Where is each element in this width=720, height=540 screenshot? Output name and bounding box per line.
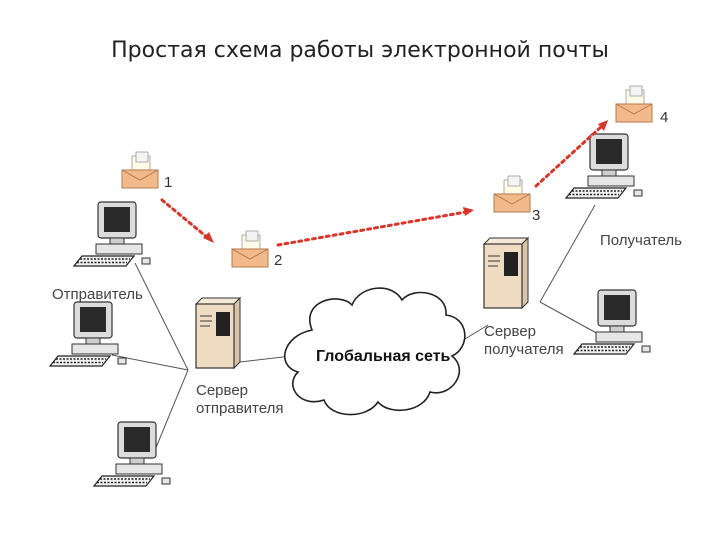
receiver-label: Получатель: [600, 232, 682, 249]
envelope-2-icon: [231, 230, 269, 268]
link-sender3-server: [154, 369, 189, 451]
envelope-3-icon: [493, 175, 531, 213]
link-sender1-server: [134, 262, 189, 371]
step-3-label: 3: [532, 207, 540, 224]
diagram-title: Простая схема работы электронной почты: [111, 38, 609, 63]
receiver-server-label-line2: получателя: [484, 341, 564, 358]
sender-label: Отправитель: [52, 286, 143, 303]
receiver-computer-2: [573, 289, 651, 355]
sender-server-label-line1: Сервер: [196, 382, 248, 399]
sender-server-label-line2: отправителя: [196, 400, 283, 417]
arrowhead-4: [598, 120, 608, 131]
sender-computer-2: [49, 301, 127, 367]
arrowhead-2: [203, 232, 214, 243]
link-server2-receiver2: [539, 301, 601, 336]
sender-computer-1: [73, 201, 151, 267]
transfer-arrow-3-4: [534, 124, 604, 188]
receiver-server-label-line1: Сервер: [484, 323, 536, 340]
receiver-computer-1: [565, 133, 643, 199]
global-network-label: Глобальная сеть: [316, 348, 451, 365]
network-links: [111, 204, 601, 451]
sender-server: [195, 297, 241, 369]
transfer-arrow-2-3: [276, 210, 468, 247]
sender-computer-3: [93, 421, 171, 487]
link-server2-receiver1: [539, 204, 596, 303]
receiver-server: [483, 237, 529, 309]
global-network-cloud: [283, 287, 466, 416]
transfer-arrow-1-2: [160, 198, 210, 240]
step-4-label: 4: [660, 109, 668, 126]
envelope-1-icon: [121, 151, 159, 189]
envelope-4-icon: [615, 85, 653, 123]
step-1-label: 1: [164, 174, 172, 191]
arrowhead-3: [463, 207, 474, 216]
step-2-label: 2: [274, 252, 282, 269]
